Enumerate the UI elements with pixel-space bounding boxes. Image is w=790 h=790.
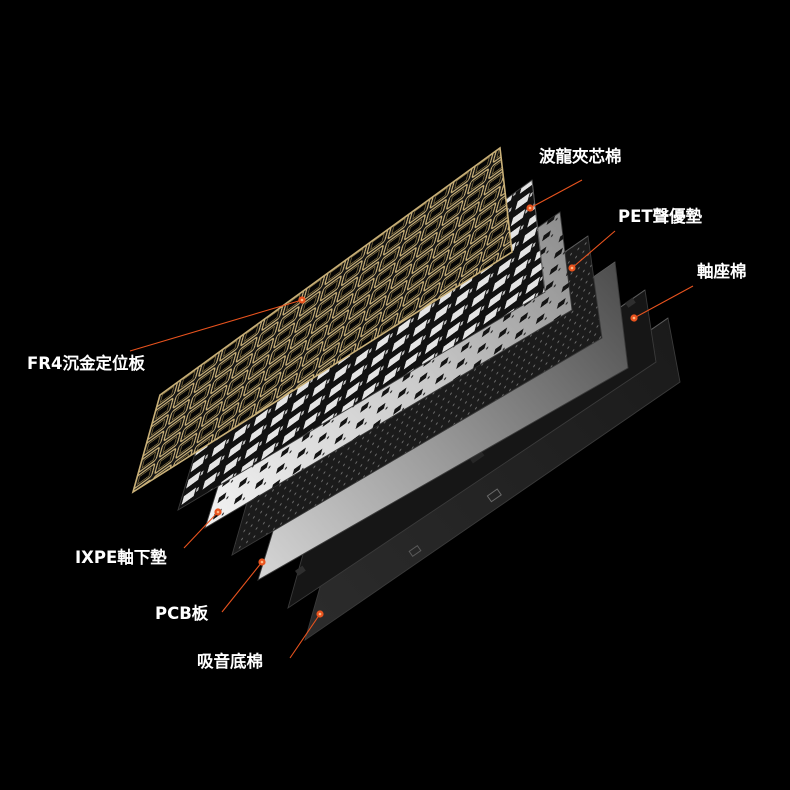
label-bottom-foam: 吸音底棉 [197,651,263,671]
callout-pet-pad: PET聲優墊 [568,206,703,272]
leader-line [571,230,616,269]
leader-dot-core [216,510,220,514]
fr4-gold-plate-layer [131,146,513,494]
leader-line [529,179,583,209]
layer-stack [131,146,681,642]
label-wave-foam: 波龍夾芯棉 [539,146,622,166]
leader-line [633,285,694,319]
callouts: 波龍夾芯棉 PET聲優墊 軸座棉 FR4沉金定位板 IXPE軸下墊 [27,146,747,671]
leader-dot-core [260,560,264,564]
label-fr4-plate: FR4沉金定位板 [27,353,145,373]
leader-dot-core [318,612,322,616]
leader-line [289,613,321,659]
callout-ixpe-pad: IXPE軸下墊 [75,508,222,567]
leader-dot-core [632,316,636,320]
leader-line [221,561,263,613]
label-pet-pad: PET聲優墊 [618,206,703,226]
leader-line [183,511,219,549]
label-ixpe-pad: IXPE軸下墊 [75,547,167,567]
callout-pcb: PCB板 [155,558,266,623]
callout-bottom-foam: 吸音底棉 [197,610,324,671]
leader-dot-core [300,298,304,302]
callout-wave-foam: 波龍夾芯棉 [526,146,622,212]
callout-switch-foam: 軸座棉 [630,261,747,322]
leader-dot-core [528,206,532,210]
leader-dot-core [570,266,574,270]
leader-line [129,299,303,352]
label-pcb: PCB板 [155,603,209,623]
label-switch-foam: 軸座棉 [697,261,747,281]
callout-fr4-plate: FR4沉金定位板 [27,296,306,373]
